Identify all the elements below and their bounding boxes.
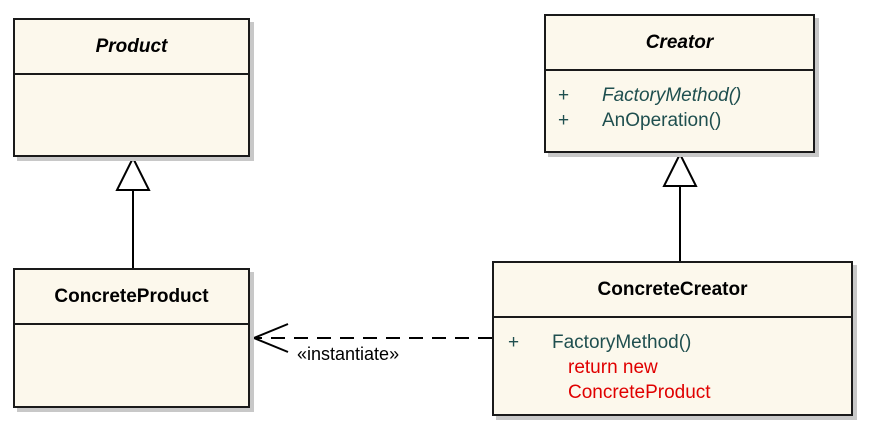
class-name-creator: Creator xyxy=(546,16,813,71)
instantiate-stereotype-label: «instantiate» xyxy=(297,344,400,364)
class-name-concrete-product: ConcreteProduct xyxy=(15,270,248,325)
operation-row: + FactoryMethod() xyxy=(558,83,813,108)
class-name-concrete-creator: ConcreteCreator xyxy=(494,263,851,318)
class-creator[interactable]: Creator + FactoryMethod() + AnOperation(… xyxy=(544,14,815,153)
generalization-arrowhead-product xyxy=(115,155,151,191)
code-line: return new xyxy=(568,357,658,378)
operation-name: FactoryMethod() xyxy=(552,332,692,353)
visibility-marker: + xyxy=(558,110,570,131)
class-concrete-product[interactable]: ConcreteProduct xyxy=(13,268,250,408)
operation-row: + AnOperation() xyxy=(558,108,813,133)
generalization-arrowhead-creator xyxy=(662,151,698,187)
operation-name: FactoryMethod() xyxy=(602,85,742,106)
code-line: ConcreteProduct xyxy=(568,382,711,403)
dependency-arrowhead-instantiate xyxy=(251,323,289,353)
operation-name: AnOperation() xyxy=(602,110,722,131)
class-product[interactable]: Product xyxy=(13,18,250,157)
visibility-marker: + xyxy=(558,85,570,106)
class-concrete-creator[interactable]: ConcreteCreator + FactoryMethod() return… xyxy=(492,261,853,416)
visibility-marker: + xyxy=(508,332,520,353)
creator-operations: + FactoryMethod() + AnOperation() xyxy=(546,71,813,133)
class-name-product: Product xyxy=(15,20,248,75)
concrete-creator-operations: + FactoryMethod() return new ConcretePro… xyxy=(494,318,851,405)
operation-row: + FactoryMethod() xyxy=(508,330,851,355)
